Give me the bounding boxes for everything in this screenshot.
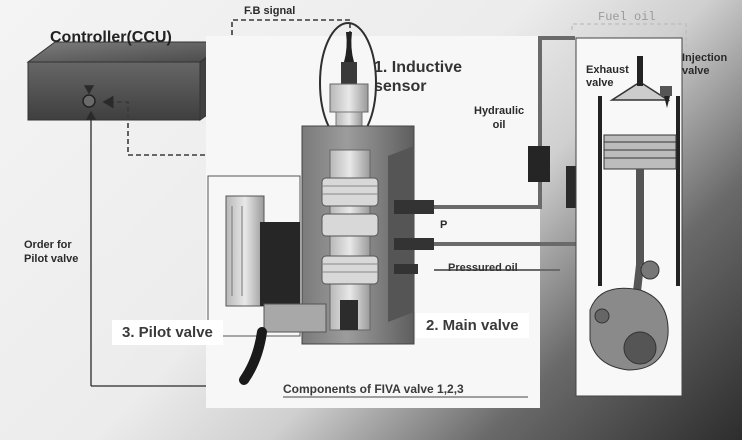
main-valve-label: 2. Main valve [416, 313, 529, 338]
pilot-valve [225, 195, 327, 385]
main-valve-body [301, 125, 434, 345]
exhaust-valve-label: Exhaust valve [586, 64, 629, 89]
fuel-oil-label: Fuel oil [598, 10, 656, 24]
order-signal-label: Order for Pilot valve [24, 239, 79, 265]
pressured-oil-label: Pressured oil [448, 262, 518, 274]
injection-valve-label: Injection valve [682, 52, 728, 77]
inductive-sensor-label: 1. Inductive sensor [374, 59, 463, 95]
controller-box [26, 41, 230, 121]
pilot-valve-label: 3. Pilot valve [112, 320, 223, 345]
engine-cylinder [589, 56, 680, 371]
feedback-signal-label: F.B signal [244, 5, 296, 17]
hydraulic-oil-label: Hydraulic oil [474, 105, 525, 131]
caption: Components of FIVA valve 1,2,3 [283, 382, 464, 396]
controller-title: Controller(CCU) [50, 29, 172, 46]
fuel-oil-line [571, 23, 687, 70]
hydraulic-valve-a [528, 146, 550, 182]
port-p-label: P [440, 219, 448, 231]
